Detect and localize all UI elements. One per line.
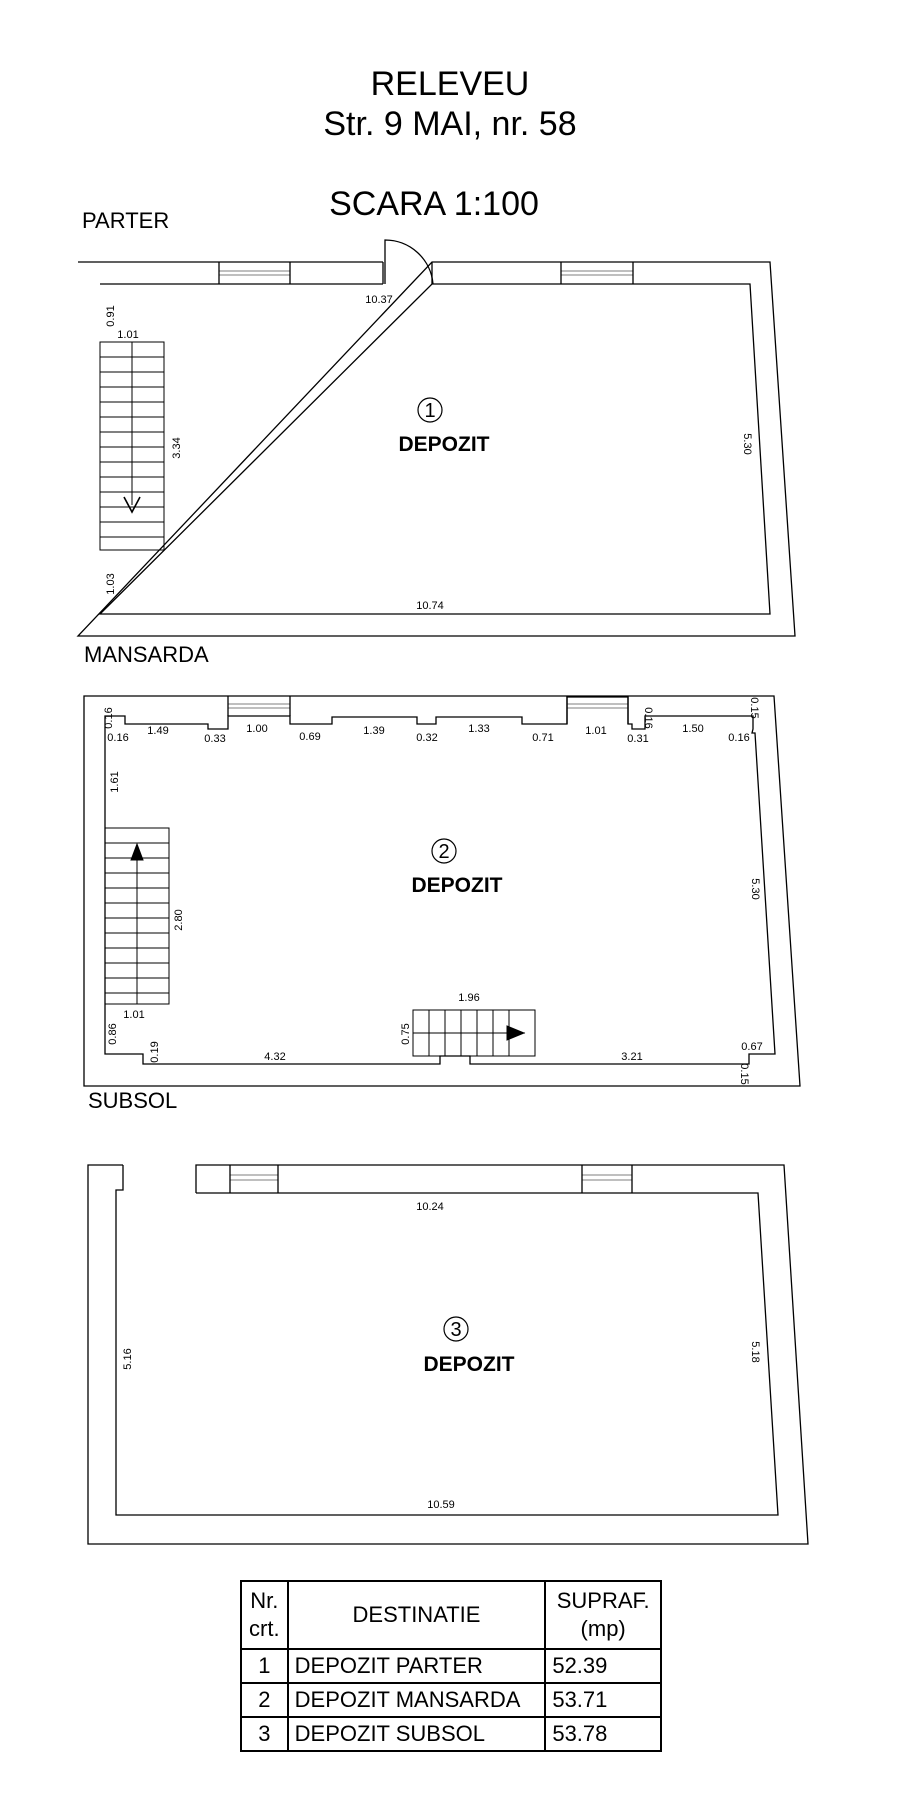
dim-mansarda-stair2-depth: 0.75 bbox=[400, 1023, 412, 1044]
window-mansarda-2 bbox=[566, 696, 629, 724]
outer-wall-subsol bbox=[87, 1164, 809, 1545]
legend-cell-destinatie: DEPOZIT MANSARDA bbox=[286, 1682, 547, 1718]
room-number-circle-2 bbox=[431, 838, 457, 864]
window-subsol-1 bbox=[229, 1165, 279, 1193]
inner-wall-subsol bbox=[115, 1165, 779, 1516]
dim-subsol-left: 5.16 bbox=[122, 1348, 134, 1369]
dim-mansarda-bottom-left: 4.32 bbox=[264, 1051, 285, 1063]
legend-header-crt-text: crt. bbox=[249, 1616, 280, 1641]
dim-parter-right: 5.30 bbox=[741, 433, 753, 454]
dimensions-mansarda: 0.16 0.16 1.49 0.33 1.00 0.69 1.39 0.32 … bbox=[103, 697, 763, 1084]
legend-header-unit-text: (mp) bbox=[580, 1616, 626, 1641]
dim-subsol-bottom: 10.59 bbox=[427, 1499, 455, 1511]
dim-mansarda-t13: 0.31 bbox=[627, 733, 648, 745]
dim-mansarda-t4: 0.33 bbox=[204, 733, 225, 745]
room-number-circle-3 bbox=[443, 1316, 469, 1342]
dim-mansarda-t1: 0.16 bbox=[103, 707, 115, 728]
floor-label-subsol: SUBSOL bbox=[88, 1088, 178, 1113]
dim-mansarda-niche: 0.19 bbox=[149, 1041, 161, 1062]
door-parter bbox=[384, 239, 434, 285]
dim-mansarda-left-top: 1.61 bbox=[109, 771, 121, 792]
dim-mansarda-t9: 1.33 bbox=[468, 723, 489, 735]
dim-mansarda-t3: 1.49 bbox=[147, 725, 168, 737]
legend-cell-nr: 3 bbox=[240, 1716, 289, 1752]
stair-parter bbox=[99, 341, 165, 551]
dim-mansarda-t15: 0.16 bbox=[728, 732, 749, 744]
window-subsol-2 bbox=[581, 1165, 633, 1193]
plan-parter bbox=[76, 239, 796, 637]
dim-parter-stair-width: 1.01 bbox=[117, 329, 138, 341]
dimensions-parter: 10.37 10.74 1.01 3.34 0.91 1.03 5.30 bbox=[105, 294, 753, 612]
dim-mansarda-t12: 0.16 bbox=[642, 707, 654, 728]
legend-row: 1 DEPOZIT PARTER 52.39 bbox=[240, 1648, 662, 1684]
dim-mansarda-t8: 0.32 bbox=[416, 732, 437, 744]
legend-cell-suprafata: 53.78 bbox=[544, 1716, 662, 1752]
room-name-parter: DEPOZIT bbox=[398, 433, 489, 456]
dim-parter-top: 10.37 bbox=[365, 294, 393, 306]
window-parter-1 bbox=[218, 262, 291, 284]
legend-cell-nr: 2 bbox=[240, 1682, 289, 1718]
window-parter-2 bbox=[560, 262, 634, 284]
dim-mansarda-t6: 0.69 bbox=[299, 731, 320, 743]
dim-mansarda-left-bottom: 0.86 bbox=[107, 1023, 119, 1044]
dim-mansarda-br-small2: 0.15 bbox=[738, 1063, 750, 1084]
legend-cell-nr: 1 bbox=[240, 1648, 289, 1684]
dim-mansarda-stair2-width: 1.96 bbox=[458, 992, 479, 1004]
outer-wall-mansarda bbox=[83, 695, 801, 1087]
address: Str. 9 MAI, nr. 58 bbox=[323, 105, 577, 143]
legend-header-row: Nr. crt. DESTINATIE SUPRAF. (mp) bbox=[240, 1580, 662, 1650]
legend-cell-destinatie: DEPOZIT SUBSOL bbox=[286, 1716, 547, 1752]
dim-mansarda-t2: 0.16 bbox=[107, 732, 128, 744]
dim-mansarda-stair-length: 2.80 bbox=[173, 909, 185, 930]
dim-mansarda-t11: 1.01 bbox=[585, 725, 606, 737]
stair-mansarda-left bbox=[104, 827, 170, 1005]
dim-mansarda-t14: 1.50 bbox=[682, 723, 703, 735]
dim-subsol-top: 10.24 bbox=[416, 1201, 444, 1213]
legend-cell-suprafata: 53.71 bbox=[544, 1682, 662, 1718]
dim-parter-stair-length: 3.34 bbox=[171, 437, 183, 458]
floor-label-parter: PARTER bbox=[82, 208, 170, 233]
dim-mansarda-t10: 0.71 bbox=[532, 732, 553, 744]
scale: SCARA 1:100 bbox=[329, 185, 539, 223]
legend-header-destinatie: DESTINATIE bbox=[286, 1580, 547, 1650]
page-title: RELEVEU bbox=[370, 65, 530, 103]
legend-row: 2 DEPOZIT MANSARDA 53.71 bbox=[240, 1682, 662, 1718]
room-number-3: 3 bbox=[450, 1319, 461, 1341]
dim-mansarda-bottom-right: 3.21 bbox=[621, 1051, 642, 1063]
dim-mansarda-br-small: 0.67 bbox=[741, 1041, 762, 1053]
dim-parter-offset-top: 0.91 bbox=[105, 305, 117, 326]
room-number-circle-1 bbox=[417, 397, 443, 423]
dim-parter-offset-bottom: 1.03 bbox=[105, 573, 117, 594]
dim-mansarda-t7: 1.39 bbox=[363, 725, 384, 737]
room-number-1: 1 bbox=[424, 400, 435, 422]
legend-cell-destinatie: DEPOZIT PARTER bbox=[286, 1648, 547, 1684]
legend-header-nr-text: Nr. bbox=[250, 1588, 279, 1613]
dim-parter-bottom: 10.74 bbox=[416, 600, 444, 612]
dim-mansarda-right: 5.30 bbox=[749, 878, 761, 899]
floor-label-mansarda: MANSARDA bbox=[84, 642, 209, 667]
dimensions-subsol: 10.24 5.16 5.18 10.59 bbox=[122, 1201, 761, 1511]
room-name-subsol: DEPOZIT bbox=[423, 1353, 514, 1376]
outer-wall-parter bbox=[76, 261, 796, 637]
plan-mansarda bbox=[83, 695, 801, 1087]
legend-header-nr: Nr. crt. bbox=[240, 1580, 289, 1650]
legend-header-supraf: SUPRAF. (mp) bbox=[544, 1580, 662, 1650]
legend-cell-suprafata: 52.39 bbox=[544, 1648, 662, 1684]
stair-mansarda-bottom bbox=[412, 1009, 536, 1057]
legend-table: Nr. crt. DESTINATIE SUPRAF. (mp) 1 DEPOZ… bbox=[240, 1580, 662, 1752]
room-name-mansarda: DEPOZIT bbox=[411, 874, 502, 897]
inner-wall-parter bbox=[98, 283, 771, 615]
legend-row: 3 DEPOZIT SUBSOL 53.78 bbox=[240, 1716, 662, 1752]
dim-mansarda-stair-width: 1.01 bbox=[123, 1009, 144, 1021]
legend-header-supraf-text: SUPRAF. bbox=[556, 1588, 650, 1613]
plan-subsol bbox=[87, 1164, 809, 1545]
dim-subsol-right: 5.18 bbox=[749, 1341, 761, 1362]
room-number-2: 2 bbox=[438, 841, 449, 863]
dim-mansarda-t5: 1.00 bbox=[246, 723, 267, 735]
dim-mansarda-t16: 0.15 bbox=[748, 697, 760, 718]
window-mansarda-1 bbox=[227, 696, 291, 716]
